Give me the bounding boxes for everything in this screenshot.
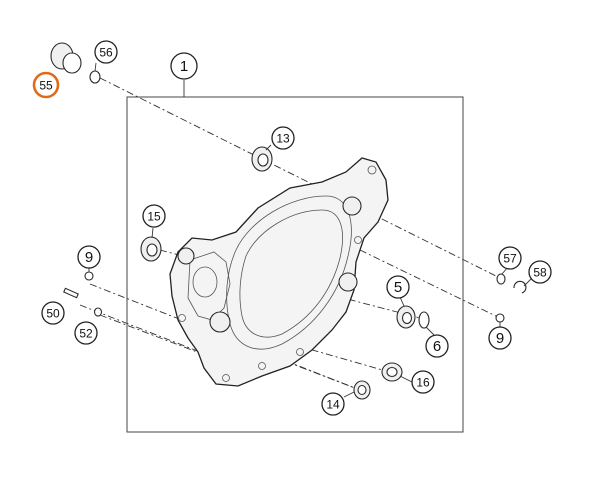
- clutch-cover: [169, 157, 389, 387]
- callout-label: 55: [39, 79, 53, 93]
- callout-52[interactable]: 52: [74, 321, 98, 345]
- callout-label: 5: [394, 279, 402, 296]
- callout-50[interactable]: 50: [41, 301, 65, 325]
- callout-label: 16: [416, 376, 430, 390]
- bushing-16-inner: [386, 366, 398, 378]
- seal-13-inner: [257, 153, 269, 167]
- bolt-hole-4: [222, 374, 230, 382]
- part-52-washer: [93, 307, 103, 317]
- callout-label: 9: [496, 330, 504, 347]
- callout-9b[interactable]: 9: [488, 326, 512, 350]
- callout-label: 13: [276, 132, 290, 146]
- callout-55[interactable]: 55: [32, 71, 60, 99]
- callout-circle: [488, 326, 512, 350]
- leader-15: [151, 227, 154, 239]
- bolt-hole-2: [354, 236, 362, 244]
- callout-circle: [77, 245, 101, 269]
- part-55-plug: [50, 42, 82, 74]
- callout-circle: [498, 246, 522, 270]
- callout-label: 52: [79, 327, 93, 341]
- callout-5[interactable]: 5: [386, 275, 410, 299]
- callout-56[interactable]: 56: [94, 40, 118, 64]
- part-13-seal: [251, 146, 273, 172]
- part-16-bushing: [381, 362, 403, 382]
- callout-circle: [32, 71, 60, 99]
- callout-6[interactable]: 6: [425, 334, 449, 358]
- part-15-seal: [140, 236, 162, 262]
- callout-label: 56: [99, 46, 113, 60]
- leader-56: [94, 62, 97, 72]
- cover-boss-right: [338, 272, 358, 292]
- part-58-clip: [513, 280, 527, 294]
- callout-57[interactable]: 57: [498, 246, 522, 270]
- pin-50-body: [63, 287, 79, 299]
- pump-bore: [192, 266, 218, 298]
- part-14-seal: [353, 380, 371, 400]
- part-6-circlip: [418, 311, 430, 329]
- callout-circle: [142, 204, 166, 228]
- callout-label: 50: [46, 307, 60, 321]
- bolt-hole-1: [367, 165, 377, 175]
- callout-label: 14: [326, 398, 340, 412]
- bolt-hole-3: [296, 348, 304, 356]
- callout-14[interactable]: 14: [321, 392, 345, 416]
- leader-6: [425, 326, 435, 336]
- callout-circle: [41, 301, 65, 325]
- bolt-hole-5: [178, 314, 186, 322]
- plug-thread: [62, 52, 82, 74]
- bolt-hole-6: [258, 362, 266, 370]
- part-5-bearing: [396, 305, 416, 329]
- callout-label: 57: [503, 252, 517, 266]
- axis-9-right: [359, 249, 501, 319]
- callout-circle: [271, 126, 295, 150]
- callout-circle: [170, 52, 198, 80]
- callout-9a[interactable]: 9: [77, 245, 101, 269]
- assembly-frame: [126, 96, 464, 433]
- callout-circle: [386, 275, 410, 299]
- cover-outline: [169, 157, 389, 387]
- plug-9l-head: [84, 271, 94, 281]
- callout-circle: [74, 321, 98, 345]
- seal-14-inner: [357, 384, 367, 396]
- cover-boss-top: [342, 196, 362, 216]
- seal-15-inner: [146, 243, 158, 257]
- callout-1[interactable]: 1: [170, 52, 198, 80]
- part-50-pin: [63, 287, 79, 299]
- cover-inner-rim-2: [239, 209, 343, 338]
- leader-5: [399, 296, 405, 307]
- callout-circle: [321, 392, 345, 416]
- leader-16: [399, 375, 413, 383]
- part-9-plug-right: [495, 313, 505, 323]
- callout-58[interactable]: 58: [528, 260, 552, 284]
- callout-label: 9: [85, 249, 93, 266]
- part-56-o-ring: [89, 70, 101, 84]
- cover-pump-housing: [187, 251, 231, 321]
- part-9-plug-left: [84, 271, 94, 281]
- callout-label: 15: [147, 210, 161, 224]
- callout-circle: [528, 260, 552, 284]
- plug-9r-head: [495, 313, 505, 323]
- callout-13[interactable]: 13: [271, 126, 295, 150]
- callout-circle: [94, 40, 118, 64]
- axis-14: [229, 339, 361, 391]
- part-57-washer: [496, 273, 506, 285]
- bearing-5-inner: [401, 311, 413, 325]
- leader-14: [343, 391, 355, 398]
- cover-boss-bottom: [209, 311, 231, 333]
- callout-15[interactable]: 15: [142, 204, 166, 228]
- callout-circle: [425, 334, 449, 358]
- leader-13: [265, 144, 272, 151]
- callout-label: 6: [433, 338, 441, 355]
- callout-circle: [411, 370, 435, 394]
- callout-label: 1: [180, 58, 188, 75]
- callout-label: 58: [533, 266, 547, 280]
- callout-16[interactable]: 16: [411, 370, 435, 394]
- cover-boss-left: [177, 247, 195, 265]
